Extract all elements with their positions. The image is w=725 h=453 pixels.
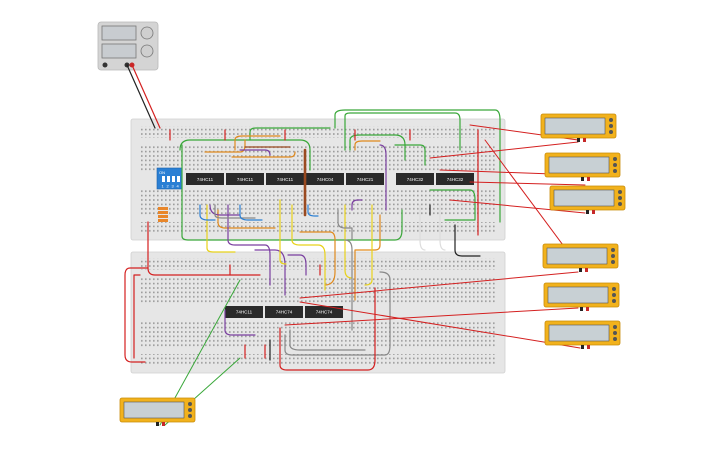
ic-chip[interactable]: 74HC11	[226, 173, 264, 185]
voltage-knob[interactable]	[140, 26, 154, 40]
multimeter-knob[interactable]	[613, 331, 617, 335]
dip-switch[interactable]: ON 1 2 3 4	[156, 167, 183, 190]
multimeter-screen	[547, 286, 609, 304]
multimeter-screen	[546, 247, 608, 265]
multimeter-screen	[544, 117, 606, 135]
multimeter-knob[interactable]	[611, 254, 615, 258]
probe-terminal[interactable]	[585, 268, 588, 272]
dip-toggle-2[interactable]	[167, 176, 170, 182]
probe-terminal[interactable]	[577, 138, 580, 142]
probe-terminal[interactable]	[580, 307, 583, 311]
chip-row-top: 74HC11 74HC11 74HC11 74HC04 74HC21 74HC32 74HC…	[186, 173, 474, 185]
multimeter-knob[interactable]	[612, 293, 616, 297]
power-supply[interactable]	[97, 21, 159, 71]
dip-switch-on-label: ON	[159, 170, 165, 175]
multimeter-screen	[553, 189, 615, 207]
multimeter-screen	[123, 401, 185, 419]
multimeter-knob[interactable]	[188, 402, 192, 406]
probe-terminal[interactable]	[581, 177, 584, 181]
multimeter-knob[interactable]	[611, 248, 615, 252]
ic-chip-label: 74HC11	[237, 177, 254, 182]
ic-chip[interactable]: 74HC04	[306, 173, 344, 185]
terminal-strip-upper[interactable]	[140, 145, 496, 171]
multimeter[interactable]	[544, 320, 621, 349]
probe-terminal[interactable]	[587, 345, 590, 349]
ic-chip-label: 74HC11	[236, 310, 253, 315]
ic-chip[interactable]: 74HC74	[265, 306, 303, 318]
probe-terminal[interactable]	[586, 210, 589, 214]
ic-chip-label: 74HC74	[276, 310, 293, 315]
dip-toggle-3[interactable]	[172, 176, 175, 182]
probe-terminal[interactable]	[581, 345, 584, 349]
ic-chip[interactable]: 74HC32	[436, 173, 474, 185]
power-rail-bottom[interactable]	[140, 222, 496, 234]
dip-number-1: 1	[162, 184, 165, 189]
multimeters[interactable]	[119, 113, 626, 426]
ic-chip[interactable]: 74HC11	[225, 306, 263, 318]
chip-row-bottom: 74HC11 74HC74 74HC74	[225, 306, 343, 318]
multimeter-knob[interactable]	[609, 118, 613, 122]
multimeter[interactable]	[543, 282, 620, 311]
ic-chip[interactable]: 74HC32	[396, 173, 434, 185]
multimeter-knob[interactable]	[609, 130, 613, 134]
multimeter-knob[interactable]	[613, 163, 617, 167]
current-knob[interactable]	[140, 44, 154, 58]
power-rail-top[interactable]	[140, 126, 496, 138]
probe-terminal[interactable]	[156, 422, 159, 426]
probe-terminal[interactable]	[583, 138, 586, 142]
multimeter[interactable]	[540, 113, 617, 142]
dip-toggle-1[interactable]	[162, 176, 165, 182]
multimeter-knob[interactable]	[612, 299, 616, 303]
multimeter-knob[interactable]	[188, 408, 192, 412]
multimeter[interactable]	[119, 397, 196, 426]
probe-terminal[interactable]	[579, 268, 582, 272]
ic-chip[interactable]: 74HC11	[186, 173, 224, 185]
multimeter-knob[interactable]	[613, 169, 617, 173]
ground-terminal[interactable]	[102, 62, 108, 68]
power-rail-top[interactable]	[140, 258, 496, 270]
resistor-array[interactable]	[158, 207, 168, 222]
multimeter-knob[interactable]	[612, 287, 616, 291]
dip-number-3: 3	[172, 184, 175, 189]
probe-terminal[interactable]	[587, 177, 590, 181]
multimeter-knob[interactable]	[613, 325, 617, 329]
multimeter-knob[interactable]	[609, 124, 613, 128]
terminal-strip-lower[interactable]	[140, 322, 496, 348]
multimeter-knob[interactable]	[618, 196, 622, 200]
multimeter-knob[interactable]	[613, 337, 617, 341]
terminal-strip-lower[interactable]	[140, 190, 496, 216]
multimeter-knob[interactable]	[611, 260, 615, 264]
probe-terminal[interactable]	[162, 422, 165, 426]
multimeter-screen	[548, 156, 610, 174]
probe-terminal[interactable]	[592, 210, 595, 214]
voltage-display	[101, 25, 137, 41]
multimeter[interactable]	[542, 243, 619, 272]
probe-terminal[interactable]	[586, 307, 589, 311]
ic-chip-label: 74HC04	[317, 177, 334, 182]
dip-number-2: 2	[167, 184, 170, 189]
multimeter-knob[interactable]	[618, 190, 622, 194]
ic-chip-label: 74HC32	[407, 177, 424, 182]
multimeter-knob[interactable]	[188, 414, 192, 418]
ic-chip-label: 74HC11	[277, 177, 294, 182]
ic-chip[interactable]: 74HC21	[346, 173, 384, 185]
dip-number-4: 4	[177, 184, 180, 189]
ic-chip-label: 74HC32	[447, 177, 464, 182]
power-rail-bottom[interactable]	[140, 354, 496, 366]
multimeter-knob[interactable]	[613, 157, 617, 161]
multimeter-screen	[548, 324, 610, 342]
dip-toggle-4[interactable]	[177, 176, 180, 182]
ic-chip-label: 74HC11	[197, 177, 214, 182]
ic-chip[interactable]: 74HC74	[305, 306, 343, 318]
ic-chip[interactable]: 74HC11	[266, 173, 304, 185]
current-display	[101, 43, 137, 59]
ic-chip-label: 74HC21	[357, 177, 374, 182]
terminal-strip-upper[interactable]	[140, 278, 496, 304]
ic-chip-label: 74HC74	[316, 310, 333, 315]
multimeter[interactable]	[544, 152, 621, 181]
multimeter[interactable]	[549, 185, 626, 214]
multimeter-knob[interactable]	[618, 202, 622, 206]
